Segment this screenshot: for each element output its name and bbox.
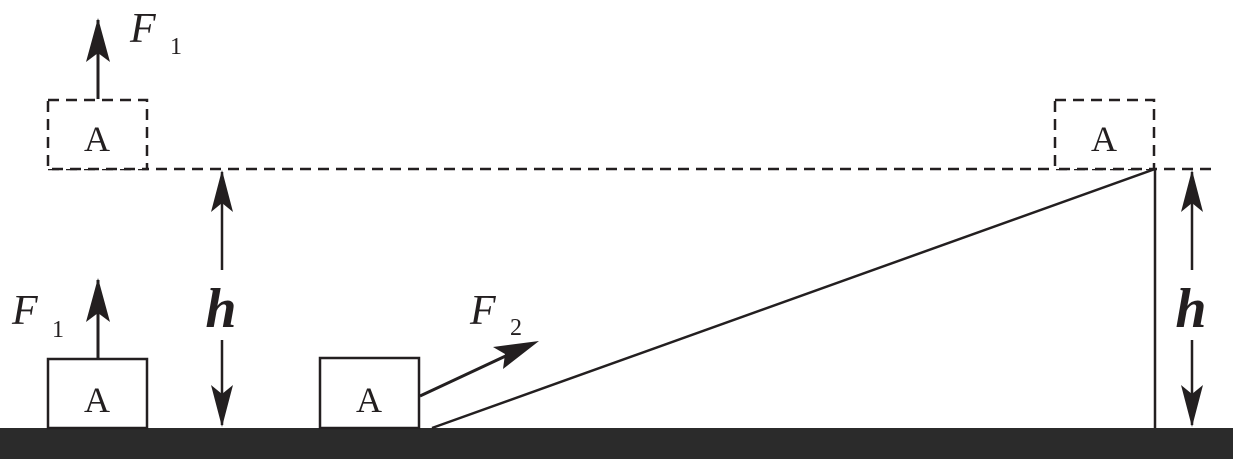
height-arrowhead-top-left: [211, 170, 233, 212]
incline-surface: [431, 167, 1156, 430]
force-f1-subscript-lower: 1: [52, 317, 64, 343]
force-f2-subscript: 2: [510, 315, 522, 341]
height-label-right: h: [1175, 278, 1206, 340]
force-f1-arrowhead-upper: [86, 18, 110, 62]
force-f2-label: F: [469, 288, 496, 334]
block-a-start-left: [46, 357, 149, 430]
height-arrowhead-bottom-left: [211, 385, 233, 427]
force-f1-label-upper: F: [129, 6, 156, 52]
force-f2-arrowhead: [493, 341, 539, 369]
block-a-end-incline: [1053, 98, 1156, 171]
block-a-start-incline: [318, 356, 421, 430]
block-a-label: A: [84, 380, 110, 420]
force-f1-label-lower: F: [11, 288, 38, 334]
force-f1-subscript-upper: 1: [170, 34, 182, 60]
height-label-left: h: [205, 278, 236, 340]
block-a-label: A: [1091, 119, 1117, 159]
block-a-end-left: [46, 98, 149, 171]
ground: [0, 428, 1233, 459]
force-f1-arrowhead-lower: [86, 278, 110, 322]
block-a-label: A: [356, 380, 382, 420]
block-a-label: A: [84, 119, 110, 159]
height-arrowhead-top-right: [1181, 170, 1203, 212]
height-arrowhead-bottom-right: [1181, 385, 1203, 427]
